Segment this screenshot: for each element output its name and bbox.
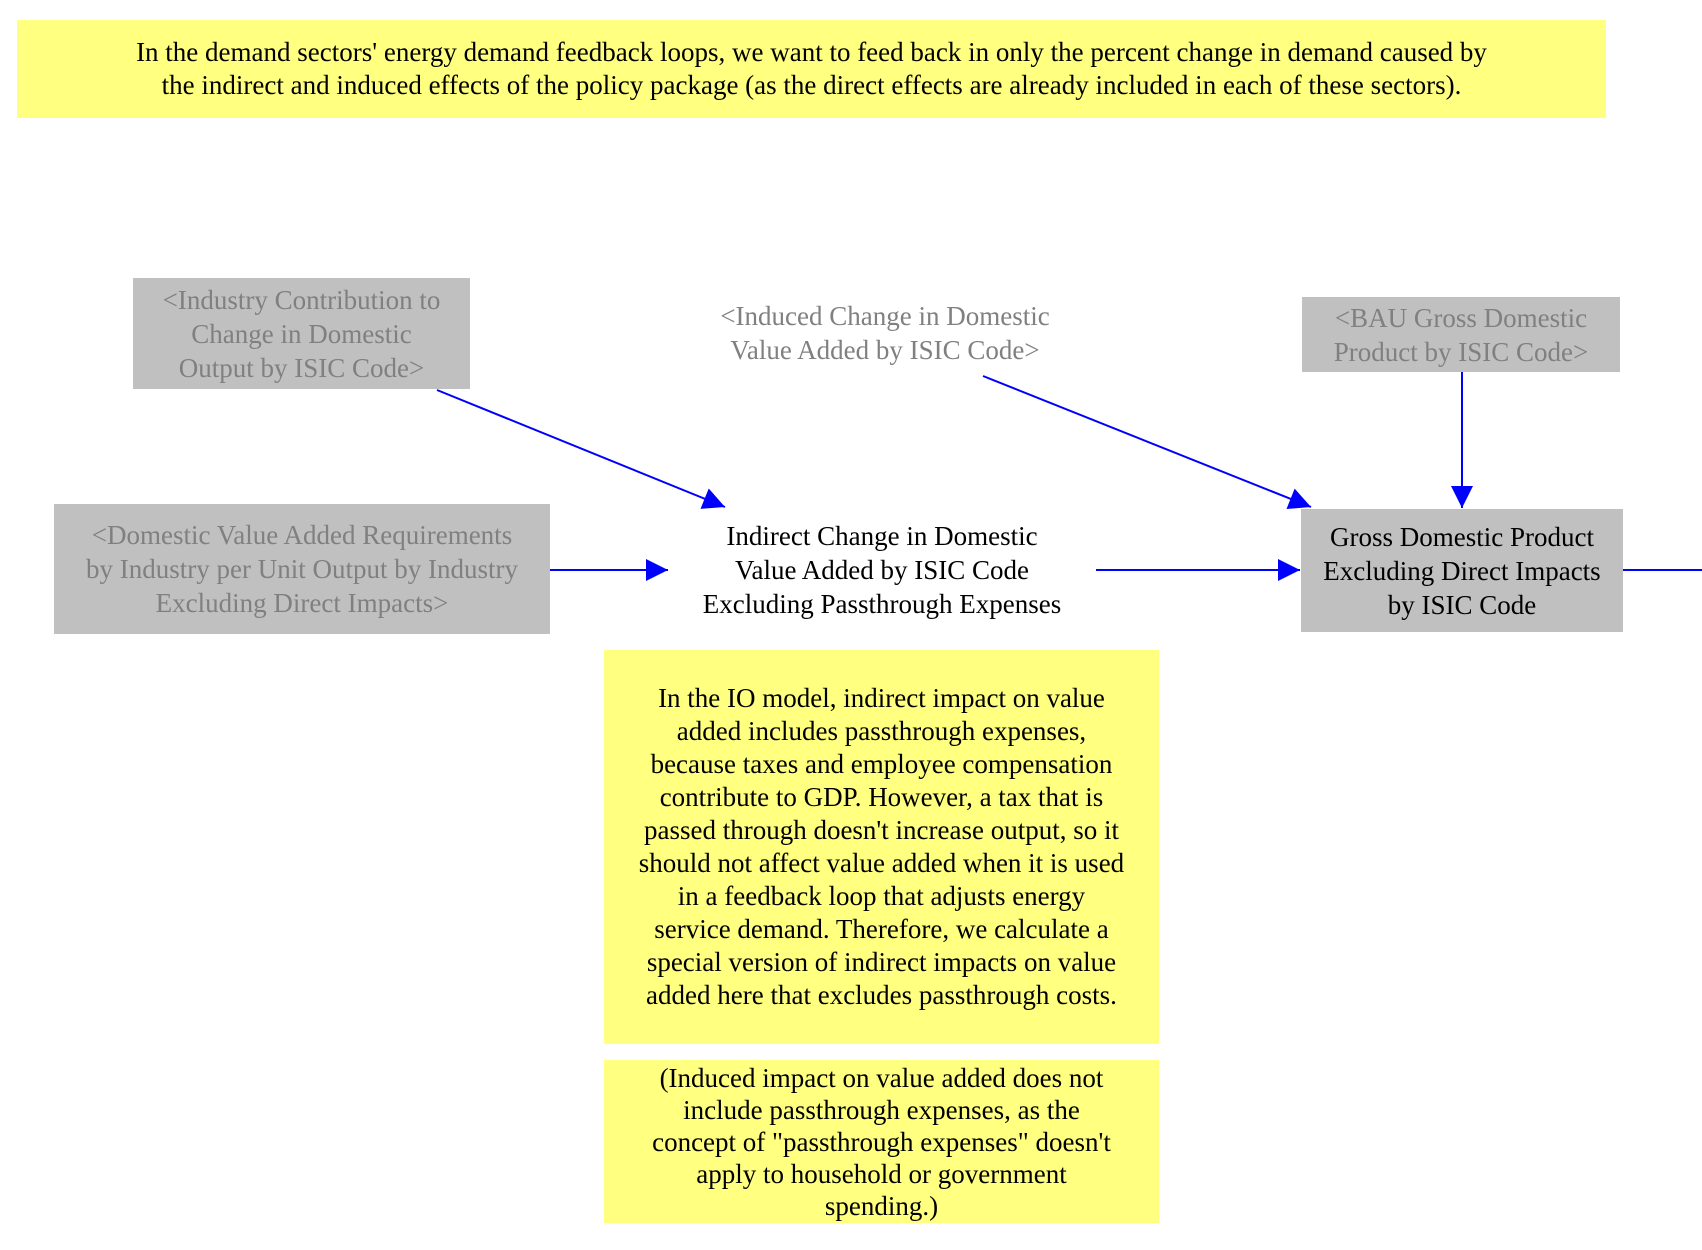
node-industry-contribution-label: <Industry Contribution to Change in Dome… bbox=[162, 284, 441, 383]
node-gdp-excluding-direct-label: Gross Domestic Product Excluding Direct … bbox=[1323, 521, 1601, 620]
top-note: In the demand sectors' energy demand fee… bbox=[17, 20, 1606, 118]
arrow-industry-to-indirect bbox=[436, 389, 726, 509]
node-gdp-excluding-direct[interactable]: Gross Domestic Product Excluding Direct … bbox=[1301, 509, 1623, 632]
node-bau-gdp[interactable]: <BAU Gross Domestic Product by ISIC Code… bbox=[1302, 297, 1620, 372]
io-model-note-text: In the IO model, indirect impact on valu… bbox=[638, 683, 1125, 1010]
induced-impact-note-text: (Induced impact on value added does not … bbox=[652, 1062, 1111, 1221]
top-note-text: In the demand sectors' energy demand fee… bbox=[136, 37, 1487, 100]
node-domestic-value-added-requirements[interactable]: <Domestic Value Added Requirements by In… bbox=[54, 504, 550, 634]
node-domestic-value-added-requirements-label: <Domestic Value Added Requirements by In… bbox=[86, 520, 518, 618]
arrow-induced-to-gdp bbox=[982, 375, 1312, 510]
node-bau-gdp-label: <BAU Gross Domestic Product by ISIC Code… bbox=[1333, 302, 1589, 367]
node-industry-contribution[interactable]: <Industry Contribution to Change in Dome… bbox=[133, 278, 470, 389]
node-induced-change[interactable]: <Induced Change in Domestic Value Added … bbox=[680, 296, 1090, 370]
node-indirect-change-label: Indirect Change in Domestic Value Added … bbox=[702, 521, 1062, 619]
node-induced-change-label: <Induced Change in Domestic Value Added … bbox=[720, 301, 1050, 365]
node-indirect-change[interactable]: Indirect Change in Domestic Value Added … bbox=[670, 515, 1094, 625]
induced-impact-note: (Induced impact on value added does not … bbox=[604, 1060, 1159, 1223]
io-model-note: In the IO model, indirect impact on valu… bbox=[604, 650, 1159, 1044]
